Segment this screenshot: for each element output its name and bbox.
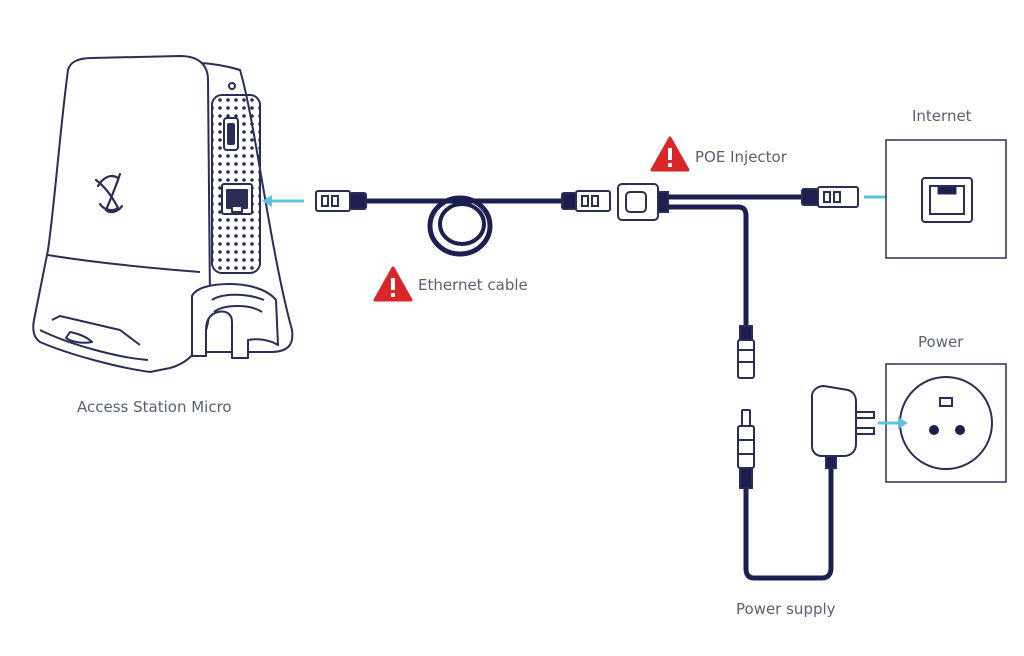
barrel-plug-lower: [737, 409, 755, 489]
logo-x-icon: [94, 172, 124, 214]
rj45-connector-left: [315, 190, 367, 212]
barrel-plug-upper: [737, 325, 755, 379]
access-station-device: [32, 55, 294, 373]
internet-wall-plate: [885, 139, 1007, 259]
poe-injector: [617, 183, 669, 221]
power-outlet-icon: [885, 363, 1007, 483]
label-ethernet-cable: Ethernet cable: [418, 276, 528, 294]
rj45-connector-internet: [801, 186, 859, 208]
power-adapter: [811, 384, 875, 469]
label-power: Power: [918, 333, 964, 351]
label-access-station-micro: Access Station Micro: [77, 398, 232, 416]
label-power-supply: Power supply: [736, 600, 836, 618]
arrow-to-device: [262, 195, 304, 207]
rj45-connector-right: [561, 190, 611, 212]
ethernet-cable: [315, 190, 611, 257]
label-poe-injector: POE Injector: [695, 148, 787, 166]
rj45-port-icon: [221, 183, 253, 215]
rj45-port-icon: [921, 177, 973, 223]
arrow-to-power: [878, 417, 908, 429]
warning-icon: [373, 266, 413, 302]
warning-icon: [650, 136, 690, 172]
label-internet: Internet: [912, 107, 972, 125]
